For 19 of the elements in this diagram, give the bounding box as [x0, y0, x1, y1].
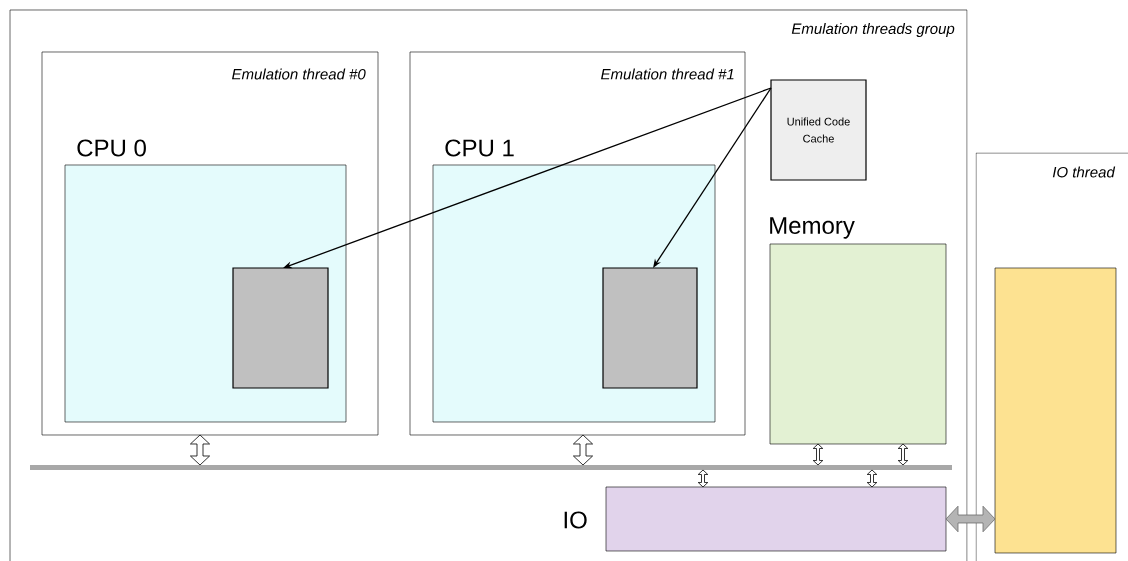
memory-box: Memory	[769, 217, 947, 445]
cache-box: Unified Code Cache	[770, 79, 867, 181]
bus-bar	[30, 465, 952, 470]
node-label: CPU 1	[445, 139, 514, 157]
double-arrow	[897, 443, 909, 466]
worker-box	[994, 267, 1117, 554]
double-arrow	[573, 434, 593, 466]
double-arrow	[812, 443, 824, 466]
arrow	[653, 87, 772, 268]
node-label: CPU 0	[77, 139, 146, 157]
node-label: IO	[564, 511, 587, 529]
double-arrow	[190, 434, 210, 466]
double-arrow	[945, 505, 996, 533]
io-box: IO	[564, 486, 947, 552]
block-box	[232, 267, 329, 389]
double-arrow	[697, 469, 709, 488]
double-arrow	[866, 469, 878, 488]
block-box	[602, 267, 698, 389]
node-label: Memory	[770, 217, 855, 239]
